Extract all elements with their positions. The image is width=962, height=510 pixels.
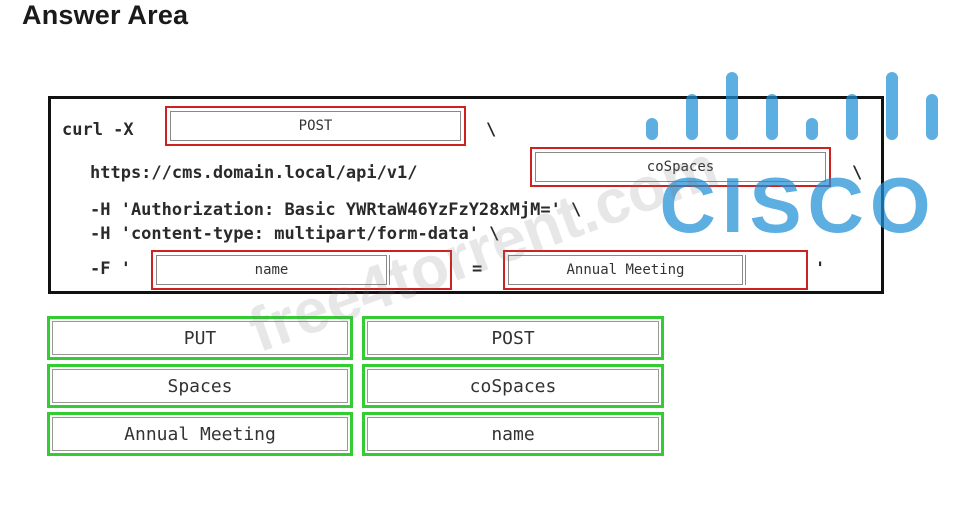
field-name-drop-value: name — [254, 262, 289, 278]
curl-method-prefix: curl -X — [62, 120, 134, 140]
option-label: coSpaces — [469, 375, 557, 397]
form-flag-prefix: -F ' — [90, 259, 131, 279]
cisco-bridge-icon — [646, 72, 938, 140]
content-type-header: -H 'content-type: multipart/form-data' \ — [90, 224, 500, 244]
method-drop-value: POST — [298, 118, 333, 134]
option-label: Spaces — [167, 375, 233, 397]
resource-drop-target[interactable]: coSpaces — [530, 147, 831, 187]
form-close-quote: ' — [815, 259, 826, 279]
page-title: Answer Area — [22, 0, 189, 30]
cisco-wordmark: CISCO — [659, 161, 936, 246]
option-label: POST — [491, 327, 535, 349]
option-label: Annual Meeting — [124, 423, 276, 445]
cisco-logo: CISCO — [646, 72, 938, 246]
option-tile-post[interactable]: POST — [362, 316, 664, 360]
field-value-drop-value: Annual Meeting — [566, 262, 685, 278]
option-tile-put[interactable]: PUT — [47, 316, 353, 360]
option-tile-name[interactable]: name — [362, 412, 664, 456]
option-tile-annual-meeting[interactable]: Annual Meeting — [47, 412, 353, 456]
form-equals: = — [472, 259, 483, 279]
line2-continuation: \ — [852, 163, 863, 183]
method-drop-target[interactable]: POST — [165, 106, 466, 146]
resource-drop-value: coSpaces — [646, 159, 715, 175]
option-tile-cospaces[interactable]: coSpaces — [362, 364, 664, 408]
api-url: https://cms.domain.local/api/v1/ — [90, 163, 418, 183]
option-label: PUT — [183, 327, 217, 349]
authorization-header: -H 'Authorization: Basic YWRtaW46YzFzY28… — [90, 200, 582, 220]
field-name-drop-target[interactable]: name — [151, 250, 452, 290]
option-label: name — [491, 423, 535, 445]
line1-continuation: \ — [486, 120, 497, 140]
field-value-drop-target[interactable]: Annual Meeting — [503, 250, 808, 290]
option-tile-spaces[interactable]: Spaces — [47, 364, 353, 408]
